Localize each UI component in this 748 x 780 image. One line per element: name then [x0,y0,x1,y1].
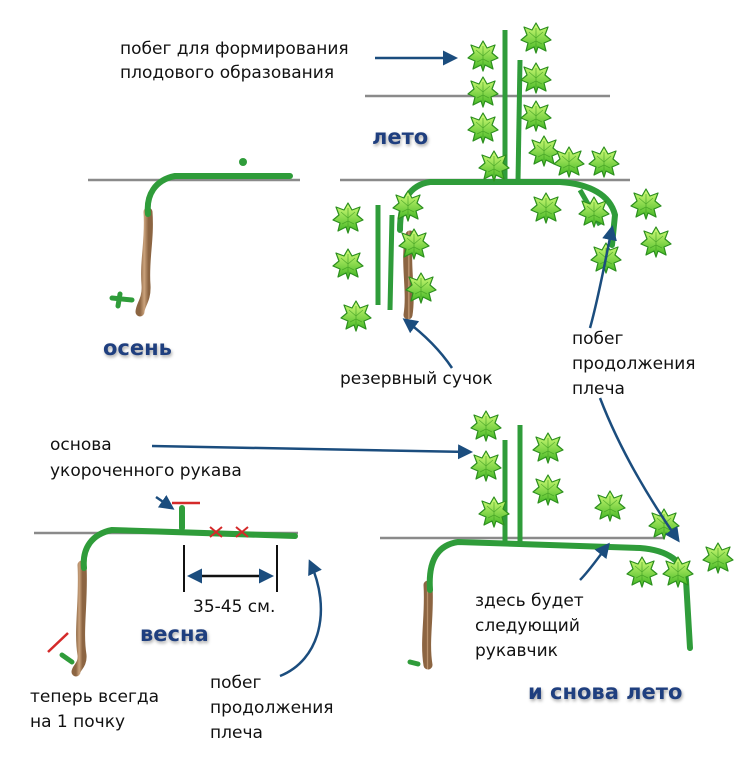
fruit-shoot-label-line2: плодового образования [120,62,334,85]
arm-shoot-bottom-line2: продолжения [210,697,334,720]
summer-vine [333,23,671,331]
reserve-spur-label: резервный сучок [340,368,493,391]
distance-label: 35-45 см. [193,596,275,619]
cane [148,176,290,214]
spring-vine [34,503,298,672]
trunk [427,585,429,665]
arm-shoot-bottom-line3: плеча [210,722,263,745]
arm-shoot-bottom-line1: побег [210,672,261,695]
one-bud-label-line1: теперь всегда [30,686,159,709]
season-label-autumn: осень [103,336,172,360]
fruit-shoot-label-line1: побег для формирования [120,38,349,61]
distance-dimension [184,545,277,592]
autumn-vine [88,158,300,312]
arm-shoot-top-line2: продолжения [572,353,696,376]
next-sleeve-label-line2: следующий [475,615,580,638]
trunk [76,565,82,672]
next-sleeve-label-line3: рукавчик [475,640,558,663]
one-bud-label-line2: на 1 почку [30,711,125,734]
vine-leaf-icon [471,411,733,587]
sleeve-base-label-line2: укороченного рукава [50,460,242,483]
next-sleeve-label-line1: здесь будет [475,590,584,613]
trunk [140,212,148,312]
vine-leaf-icon [333,23,671,331]
season-label-spring: весна [140,622,209,646]
arm-shoot-top-line1: побег [572,328,623,351]
season-label-summer-again: и снова лето [528,680,682,704]
season-label-summer: лето [372,125,428,149]
cane [84,530,295,568]
sleeve-base-label-line1: основа [50,434,112,457]
arm-shoot-top-line3: плеча [572,378,625,401]
